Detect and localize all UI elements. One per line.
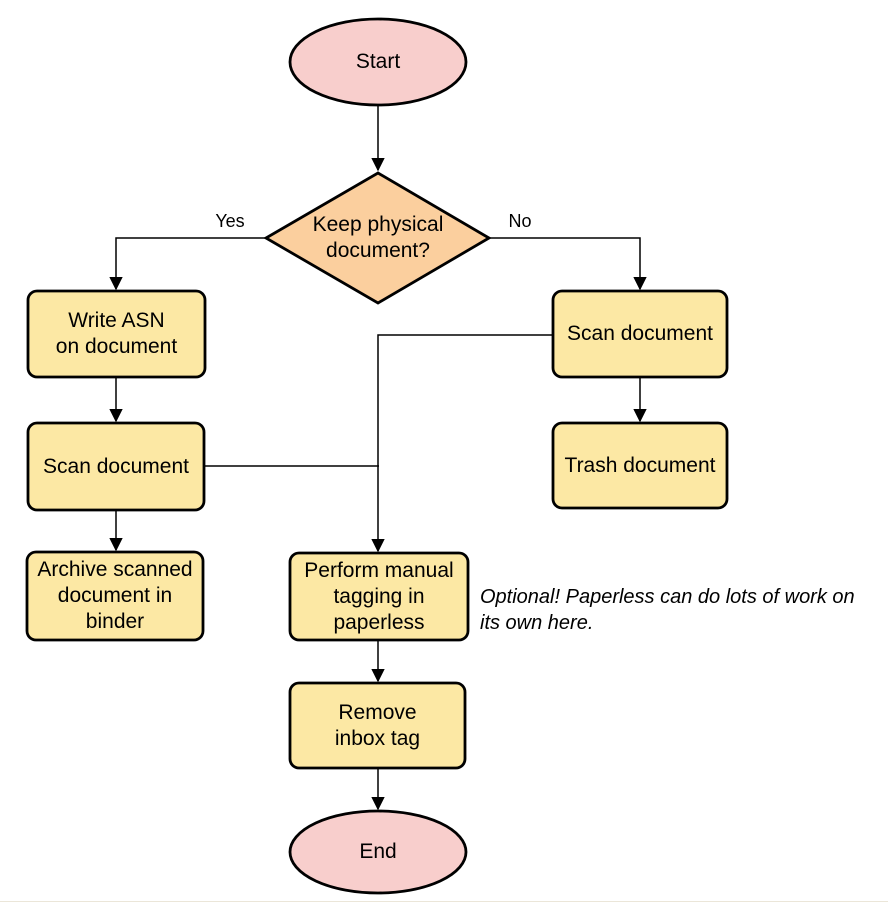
- start-node: [288, 17, 468, 107]
- edge-decision-yes: [109, 237, 266, 291]
- edge-decision-no: [489, 237, 647, 291]
- archive-node: [25, 550, 205, 642]
- write-asn-node: [26, 289, 207, 379]
- decision-node: [263, 171, 492, 305]
- tagging-node: [288, 551, 470, 642]
- edge-scanright-to-tagging: [371, 334, 553, 553]
- trash-node: [551, 421, 729, 510]
- scan-left-node: [26, 421, 206, 512]
- scan-right-node: [551, 289, 729, 379]
- end-node: [288, 809, 468, 895]
- remove-inbox-node: [288, 681, 467, 770]
- optional-note: Optional! Paperless can do lots of work …: [480, 586, 855, 634]
- page-bottom-divider: [0, 901, 888, 902]
